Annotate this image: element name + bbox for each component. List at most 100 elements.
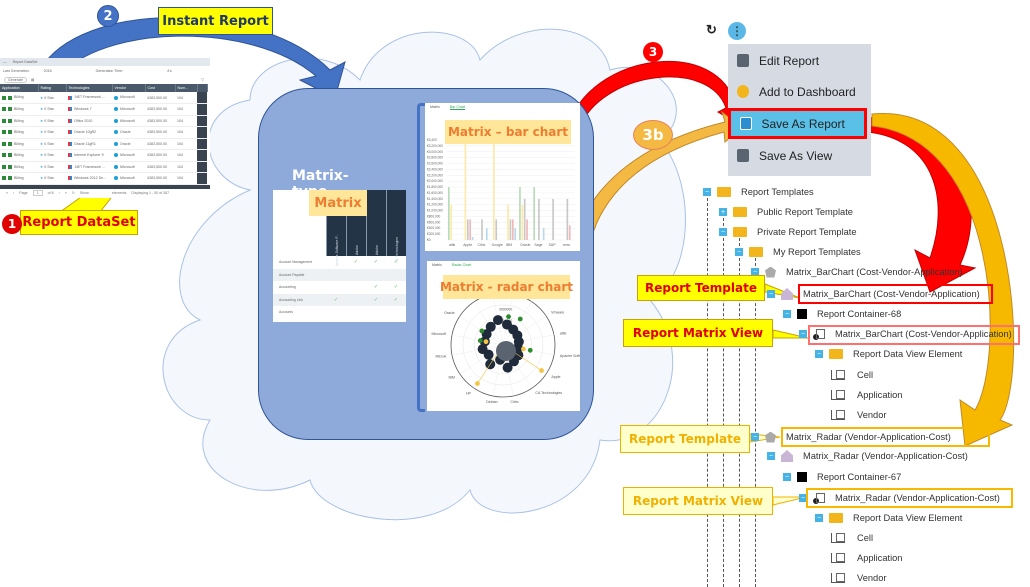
expand-icon[interactable]: + — [719, 208, 727, 216]
collapse-icon[interactable]: − — [783, 473, 791, 481]
radar-axis-label: CA Technologies — [535, 391, 562, 395]
collapse-icon[interactable]: − — [767, 290, 775, 298]
tree-node-label: Matrix_Radar (Vendor-Application-Cost) — [786, 432, 951, 442]
menu-item-save-as-report[interactable]: Save As Report — [727, 108, 867, 139]
tree-node[interactable]: Vendor — [831, 407, 886, 423]
collapse-icon[interactable]: − — [751, 433, 759, 441]
x-tick-label: vmw — [563, 243, 571, 247]
radar-spoke — [451, 344, 504, 356]
collapse-icon[interactable]: − — [783, 310, 791, 318]
prev-page-icon[interactable]: ‹ — [13, 191, 15, 195]
refresh-icon[interactable]: ↻ — [71, 191, 75, 195]
column-header[interactable]: Cost — [145, 84, 176, 92]
tree-node[interactable]: − Report Templates — [703, 184, 814, 200]
y-tick-label: €200,000 — [427, 232, 441, 236]
tree-node[interactable]: −Matrix_BarChart (Cost-Vendor-Applicatio… — [751, 264, 963, 280]
dataset-row[interactable]: Billing★ 0 Star.NET Framework ...Microso… — [0, 92, 207, 104]
radar-point — [517, 316, 523, 322]
collapse-icon[interactable]: − — [751, 268, 759, 276]
displaying-text: Displaying 1 - 50 of 387 — [131, 191, 170, 195]
tree-node[interactable]: Cell — [831, 530, 873, 546]
next-page-icon[interactable]: › — [58, 191, 60, 195]
y-tick-label: €1,600,000 — [427, 191, 443, 195]
page-input[interactable]: 1 — [32, 190, 43, 196]
tree-node-label: Report Templates — [741, 187, 814, 197]
tree-node[interactable]: −Matrix_Radar (Vendor-Application-Cost) — [767, 448, 968, 464]
view-element-icon — [831, 410, 845, 420]
tree-node[interactable]: −Report Data View Element — [815, 510, 962, 526]
tree-node[interactable]: −Matrix_Radar (Vendor-Application-Cost) — [799, 490, 1000, 506]
tab-matrix[interactable]: Matrix — [432, 263, 442, 267]
tree-node[interactable]: −Report Container-67 — [783, 469, 901, 485]
cell-app: Billing — [0, 92, 38, 104]
tree-node[interactable]: Cell — [831, 367, 873, 383]
tab-matrix[interactable]: Matrix — [430, 105, 440, 109]
cell-app: Billing — [0, 149, 38, 162]
radar-point — [477, 344, 488, 355]
x-tick-label: Sage — [534, 243, 542, 247]
horizontal-scrollbar[interactable] — [0, 184, 210, 189]
folder-icon — [829, 513, 843, 523]
folder-icon — [733, 227, 747, 237]
collapse-icon[interactable]: − — [719, 228, 727, 236]
menu-item-save-as-view[interactable]: Save As View — [728, 140, 871, 171]
column-header[interactable]: Rating — [38, 84, 67, 92]
collapse-icon[interactable]: — — [3, 60, 7, 64]
generation-time-label: Generation Time: — [95, 68, 124, 73]
refresh-icon[interactable]: ↻ — [706, 22, 717, 37]
collapse-icon[interactable]: − — [799, 494, 807, 502]
last-page-icon[interactable]: » — [64, 191, 67, 195]
dataset-row[interactable]: Billing★ 0 Star.NET Framework ...Microso… — [0, 161, 207, 173]
tree-node[interactable]: +Public Report Template — [719, 204, 853, 220]
cell-tech: Windows 7 — [66, 103, 112, 116]
cell-cost: 4383,500.00 — [145, 149, 175, 162]
collapse-icon[interactable]: − — [767, 452, 775, 460]
tree-node[interactable]: −Report Data View Element — [815, 346, 962, 362]
bar — [466, 219, 469, 240]
first-page-icon[interactable]: « — [6, 191, 8, 195]
tab-bar-chart[interactable]: Bar Chart — [449, 105, 466, 110]
radar-axis-label: Oracle — [444, 311, 455, 315]
collapse-icon[interactable]: − — [815, 514, 823, 522]
cell-cost: 4383,500.00 — [145, 92, 175, 104]
generate-button[interactable]: Generate — [4, 76, 27, 83]
collapse-icon[interactable]: − — [799, 330, 807, 338]
more-options-icon[interactable]: ⋮ — [728, 22, 746, 40]
check-icon: ✓ — [373, 284, 379, 291]
column-header[interactable]: Application — [0, 84, 39, 92]
filter-icon[interactable]: ▽ — [201, 77, 204, 82]
tree-node[interactable]: −Matrix_BarChart (Cost-Vendor-Applicatio… — [767, 286, 980, 302]
scrollbar[interactable] — [197, 84, 208, 92]
tree-node[interactable]: −Report Container-68 — [783, 306, 901, 322]
tree-node[interactable]: − Matrix_Radar (Vendor-Application-Cost) — [751, 429, 951, 445]
column-header[interactable]: Num... — [175, 84, 198, 92]
check-icon: ✓ — [333, 296, 339, 303]
tree-node[interactable]: −My Report Templates — [735, 244, 861, 260]
template-icon — [765, 266, 776, 278]
collapse-icon[interactable]: − — [703, 188, 711, 196]
bar — [568, 225, 571, 240]
menu-item-add-to-dashboard[interactable]: Add to Dashboard — [728, 76, 871, 107]
menu-item-edit-report[interactable]: Edit Report — [728, 45, 871, 76]
collapse-icon[interactable]: − — [735, 248, 743, 256]
tab-radar-chart[interactable]: Radar Chart — [451, 263, 472, 267]
column-header[interactable]: Technologies — [66, 84, 113, 92]
folder-icon — [733, 207, 747, 217]
bar — [507, 204, 509, 240]
tree-node[interactable]: Application — [831, 387, 902, 403]
tree-node-label: Application — [857, 553, 903, 563]
tree-node[interactable]: Vendor — [831, 570, 886, 586]
export-icon[interactable]: ▤ — [30, 77, 35, 82]
column-header[interactable]: Vendor — [112, 84, 146, 92]
cell-tech: Oracle 10gR2 — [66, 126, 112, 139]
collapse-icon[interactable]: − — [815, 350, 823, 358]
tree-node[interactable]: −Private Report Template — [719, 224, 857, 240]
tree-node[interactable]: Application — [831, 550, 902, 566]
tree-node[interactable]: −Matrix_BarChart (Cost-Vendor-Applicatio… — [799, 326, 1012, 342]
